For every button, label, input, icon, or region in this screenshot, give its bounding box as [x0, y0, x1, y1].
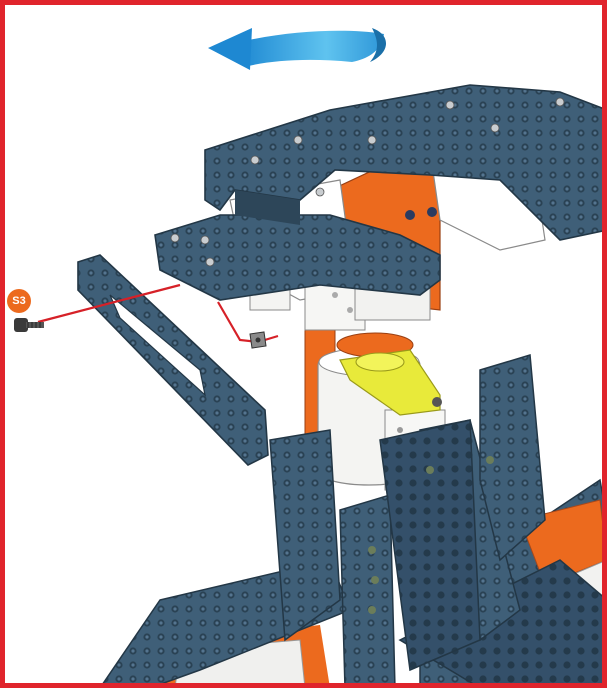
screw-label-badge: S3	[7, 289, 31, 313]
screw-label: S3	[12, 295, 25, 307]
square-nut-icon	[250, 332, 266, 348]
